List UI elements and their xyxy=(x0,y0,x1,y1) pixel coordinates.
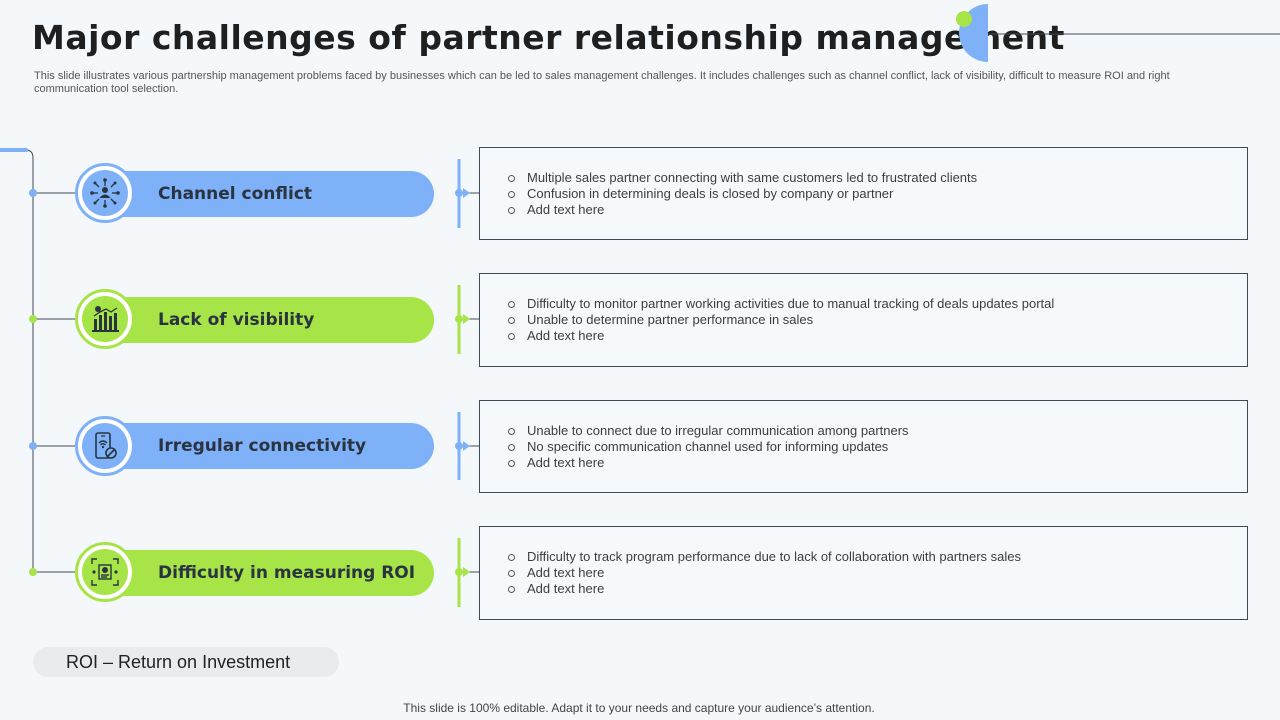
challenge-label-irregular-connectivity: Irregular connectivity xyxy=(120,423,434,469)
bar-chart-icon xyxy=(92,306,119,332)
page-subtitle: This slide illustrates various partnersh… xyxy=(34,70,1170,95)
list-item: Add text here xyxy=(506,581,1247,597)
list-item: Add text here xyxy=(506,455,1247,471)
list-item: Add text here xyxy=(506,565,1247,581)
challenge-details-box: Difficulty to monitor partner working ac… xyxy=(479,273,1248,367)
challenge-icon-ring xyxy=(75,163,135,223)
challenge-details-box: Difficulty to track program performance … xyxy=(479,526,1248,620)
challenge-details-box: Multiple sales partner connecting with s… xyxy=(479,147,1248,240)
phone-no-signal-icon xyxy=(95,432,117,459)
page-title: Major challenges of partner relationship… xyxy=(32,18,1065,57)
list-item: No specific communication channel used f… xyxy=(506,439,1247,455)
challenge-label-difficulty-measuring-roi: Difficulty in measuring ROI xyxy=(120,550,434,596)
list-item: Difficulty to monitor partner working ac… xyxy=(506,296,1247,312)
decorative-half-circle xyxy=(956,4,1280,62)
network-person-icon xyxy=(90,178,120,208)
list-item: Unable to determine partner performance … xyxy=(506,312,1247,328)
challenge-icon-ring xyxy=(75,416,135,476)
list-item: Multiple sales partner connecting with s… xyxy=(506,170,1247,186)
challenge-label-lack-of-visibility: Lack of visibility xyxy=(120,297,434,343)
footer-note: This slide is 100% editable. Adapt it to… xyxy=(403,701,875,715)
challenge-icon-ring xyxy=(75,542,135,602)
list-item: Add text here xyxy=(506,202,1247,218)
challenge-icon-ring xyxy=(75,289,135,349)
timeline-connectors xyxy=(0,148,479,607)
roi-document-icon xyxy=(91,558,119,586)
list-item: Unable to connect due to irregular commu… xyxy=(506,423,1247,439)
list-item: Add text here xyxy=(506,328,1247,344)
list-item: Confusion in determining deals is closed… xyxy=(506,186,1247,202)
roi-definition-note: ROI – Return on Investment xyxy=(33,647,339,677)
challenge-label-channel-conflict: Channel conflict xyxy=(120,171,434,217)
challenge-details-box: Unable to connect due to irregular commu… xyxy=(479,400,1248,493)
list-item: Difficulty to track program performance … xyxy=(506,549,1247,565)
